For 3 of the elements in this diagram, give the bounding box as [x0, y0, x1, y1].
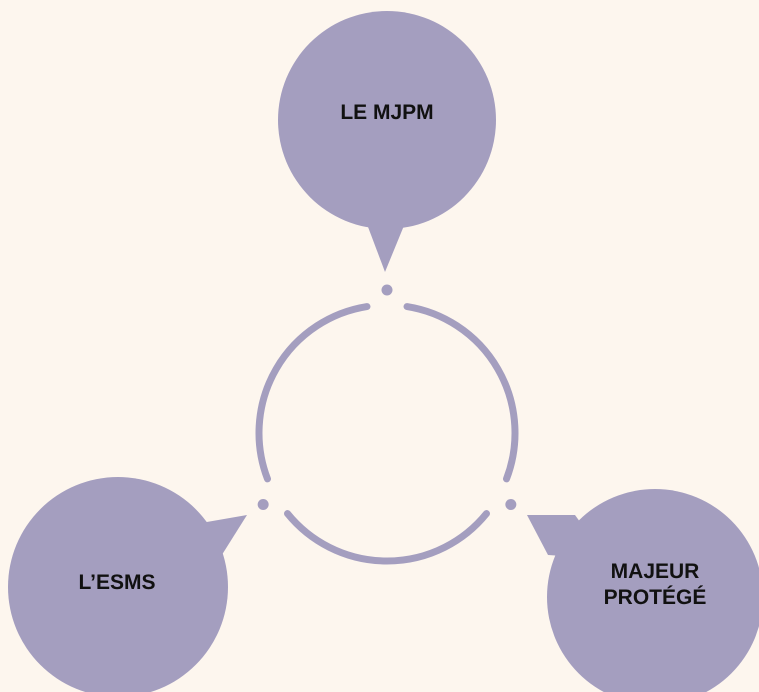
- bubble-label: LE MJPM: [339, 100, 435, 126]
- bubble-label: L’ESMS: [77, 570, 157, 596]
- bubble-label: MAJEUR PROTÉGÉ: [602, 558, 708, 611]
